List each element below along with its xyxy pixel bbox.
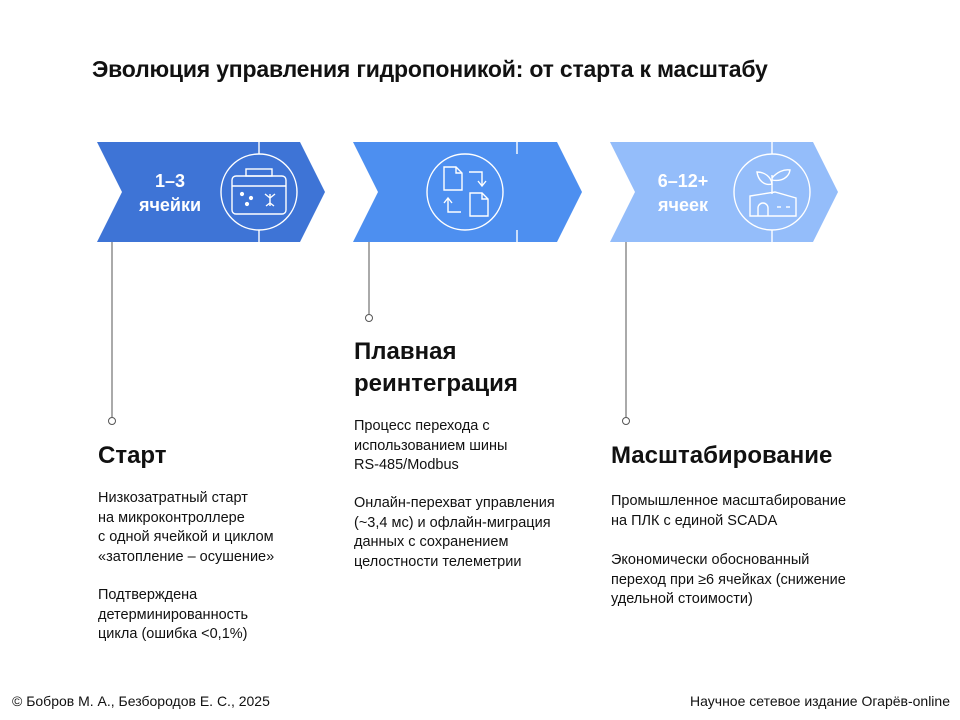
footer-publication: Научное сетевое издание Огарёв-online [690,693,950,709]
stage-2-title: Плавная реинтеграция [354,336,518,400]
stage-3-note: Экономически обоснованный переход при ≥6… [611,552,846,607]
stage-1-note: Подтверждена детерминированность цикла (… [98,587,249,642]
stage-1-title: Старт [98,442,167,469]
stage-1-count-value: 1–3 [154,171,186,191]
stage-2-title-line-1: Плавная [354,338,457,365]
greenhouse-sprout-icon [733,142,811,242]
stage-3-chevron [610,142,838,242]
stage-3-count-value: 6–12+ [657,171,709,191]
stage-3-count-label: 6–12+ ячеек [638,169,728,217]
stage-3-description: Промышленное масштабирование на ПЛК с ед… [611,493,847,529]
stage-1-count-label: 1–3 ячейки [125,169,215,217]
stage-3-count-unit: ячеек [658,195,708,215]
stage-2-title-line-2: реинтеграция [354,370,518,397]
stage-2-chevron [353,142,582,242]
stage-1-description: Низкозатратный старт на микроконтроллере… [98,490,275,565]
page-title: Эволюция управления гидропоникой: от ста… [92,56,768,82]
footer-copyright: © Бобров М. А., Безбородов Е. С., 2025 [12,693,270,709]
stage-2-description: Процесс перехода с использованием шины R… [354,418,508,473]
connectors [108,242,630,425]
stage-3-title: Масштабирование [611,442,833,469]
stage-2-note: Онлайн-перехват управления (~3,4 мс) и о… [354,495,555,570]
stage-1-chevron [97,142,325,242]
stage-1-count-unit: ячейки [138,195,202,215]
hydroponic-tray-icon [220,142,298,242]
data-migration-icon [426,142,518,242]
